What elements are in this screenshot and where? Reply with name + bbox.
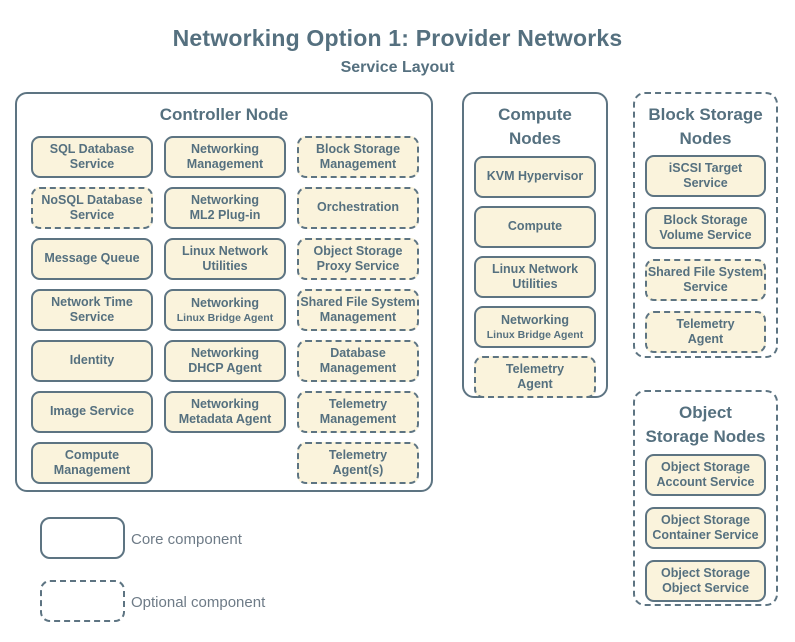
legend-core-swatch bbox=[40, 517, 125, 559]
service-box-sublabel: Linux Bridge Agent bbox=[486, 328, 584, 341]
service-box: Block Storage Volume Service bbox=[645, 207, 766, 249]
legend-optional-swatch bbox=[40, 580, 125, 622]
service-box-label: Object Storage Proxy Service bbox=[313, 243, 403, 273]
service-box: Networking Linux Bridge Agent bbox=[164, 289, 286, 331]
object-storage-nodes-group: Object Storage Nodes Object Storage Acco… bbox=[633, 390, 778, 606]
service-box-sublabel: Linux Bridge Agent bbox=[176, 311, 274, 324]
service-box-label: SQL Database Service bbox=[49, 141, 135, 171]
service-box-label: Orchestration bbox=[317, 200, 399, 215]
service-box-label: Networking bbox=[190, 296, 260, 311]
service-box-label: Linux Network Utilities bbox=[181, 243, 269, 273]
service-box-label: Shared File System Management bbox=[300, 294, 416, 324]
service-box: Identity bbox=[31, 340, 153, 382]
service-box-label: Networking ML2 Plug-in bbox=[189, 192, 261, 222]
controller-column-3: Block Storage Management Orchestration O… bbox=[297, 136, 419, 484]
service-box: NoSQL Database Service bbox=[31, 187, 153, 229]
service-box: Networking Linux Bridge Agent bbox=[474, 306, 596, 348]
compute-service-stack: KVM Hypervisor Compute Linux Network Uti… bbox=[474, 156, 596, 398]
service-box-label: iSCSI Target Service bbox=[668, 160, 743, 190]
compute-nodes-group: Compute Nodes KVM Hypervisor Compute Lin… bbox=[462, 92, 608, 398]
service-box-label: Network Time Service bbox=[51, 294, 133, 324]
service-box-label: Networking DHCP Agent bbox=[188, 345, 262, 375]
service-box-label: Networking Metadata Agent bbox=[178, 396, 272, 426]
service-box: SQL Database Service bbox=[31, 136, 153, 178]
service-box-label: Telemetry Agent bbox=[676, 316, 735, 346]
service-box-label: Object Storage Object Service bbox=[661, 565, 750, 595]
controller-service-grid: SQL Database Service NoSQL Database Serv… bbox=[31, 136, 419, 484]
service-box-label: Telemetry Agent bbox=[505, 361, 565, 391]
service-box-label: Database Management bbox=[319, 345, 397, 375]
service-box-label: Compute bbox=[507, 219, 563, 234]
service-box: Database Management bbox=[297, 340, 419, 382]
service-box: Shared File System Management bbox=[297, 289, 419, 331]
service-box-label: Shared File System Service bbox=[647, 264, 764, 294]
service-box-label: NoSQL Database Service bbox=[41, 192, 143, 222]
service-box: Object Storage Object Service bbox=[645, 560, 766, 602]
service-box-label: Message Queue bbox=[44, 251, 140, 266]
legend-optional-label: Optional component bbox=[131, 594, 266, 611]
service-box: Object Storage Container Service bbox=[645, 507, 766, 549]
service-box-label: Block Storage Management bbox=[315, 141, 401, 171]
service-box: Telemetry Agent(s) bbox=[297, 442, 419, 484]
service-box: Linux Network Utilities bbox=[474, 256, 596, 298]
service-box: Linux Network Utilities bbox=[164, 238, 286, 280]
service-box-label: KVM Hypervisor bbox=[486, 169, 584, 184]
service-box: Telemetry Agent bbox=[474, 356, 596, 398]
compute-nodes-title: Compute Nodes bbox=[498, 105, 572, 148]
service-box: Object Storage Account Service bbox=[645, 454, 766, 496]
service-box: Networking DHCP Agent bbox=[164, 340, 286, 382]
service-box: Telemetry Management bbox=[297, 391, 419, 433]
service-box: Networking Metadata Agent bbox=[164, 391, 286, 433]
legend-core-label: Core component bbox=[131, 531, 242, 548]
page-subtitle: Service Layout bbox=[340, 59, 455, 76]
service-box: Block Storage Management bbox=[297, 136, 419, 178]
controller-node-title: Controller Node bbox=[159, 105, 289, 124]
object-storage-service-stack: Object Storage Account Service Object St… bbox=[645, 454, 766, 602]
controller-column-1: SQL Database Service NoSQL Database Serv… bbox=[31, 136, 153, 484]
service-box: Image Service bbox=[31, 391, 153, 433]
service-box: Message Queue bbox=[31, 238, 153, 280]
service-box: KVM Hypervisor bbox=[474, 156, 596, 198]
service-box-label: Object Storage Container Service bbox=[652, 512, 759, 542]
service-box-label: Identity bbox=[69, 353, 115, 368]
service-box: iSCSI Target Service bbox=[645, 155, 766, 197]
object-storage-nodes-title: Object Storage Nodes bbox=[645, 403, 766, 446]
service-box-label: Linux Network Utilities bbox=[491, 261, 579, 291]
service-box: Networking Management bbox=[164, 136, 286, 178]
controller-node-group: Controller Node SQL Database Service NoS… bbox=[15, 92, 433, 492]
service-box-label: Image Service bbox=[49, 404, 135, 419]
service-box: Network Time Service bbox=[31, 289, 153, 331]
service-box: Compute Management bbox=[31, 442, 153, 484]
service-box-label: Telemetry Management bbox=[319, 396, 397, 426]
block-storage-nodes-group: Block Storage Nodes iSCSI Target Service… bbox=[633, 92, 778, 358]
service-box-label: Telemetry Agent(s) bbox=[328, 447, 388, 477]
service-box-label: Object Storage Account Service bbox=[656, 459, 755, 489]
service-box: Orchestration bbox=[297, 187, 419, 229]
service-box-label: Block Storage Volume Service bbox=[659, 212, 752, 242]
block-storage-nodes-title: Block Storage Nodes bbox=[648, 105, 763, 148]
service-box: Shared File System Service bbox=[645, 259, 766, 301]
service-box: Networking ML2 Plug-in bbox=[164, 187, 286, 229]
service-box: Telemetry Agent bbox=[645, 311, 766, 353]
service-box-label: Networking bbox=[500, 313, 570, 328]
page-title: Networking Option 1: Provider Networks bbox=[172, 25, 623, 51]
service-box: Object Storage Proxy Service bbox=[297, 238, 419, 280]
service-box-label: Networking Management bbox=[186, 141, 264, 171]
service-box-label: Compute Management bbox=[53, 447, 131, 477]
block-storage-service-stack: iSCSI Target Service Block Storage Volum… bbox=[645, 155, 766, 353]
controller-column-2: Networking Management Networking ML2 Plu… bbox=[164, 136, 286, 484]
service-box: Compute bbox=[474, 206, 596, 248]
